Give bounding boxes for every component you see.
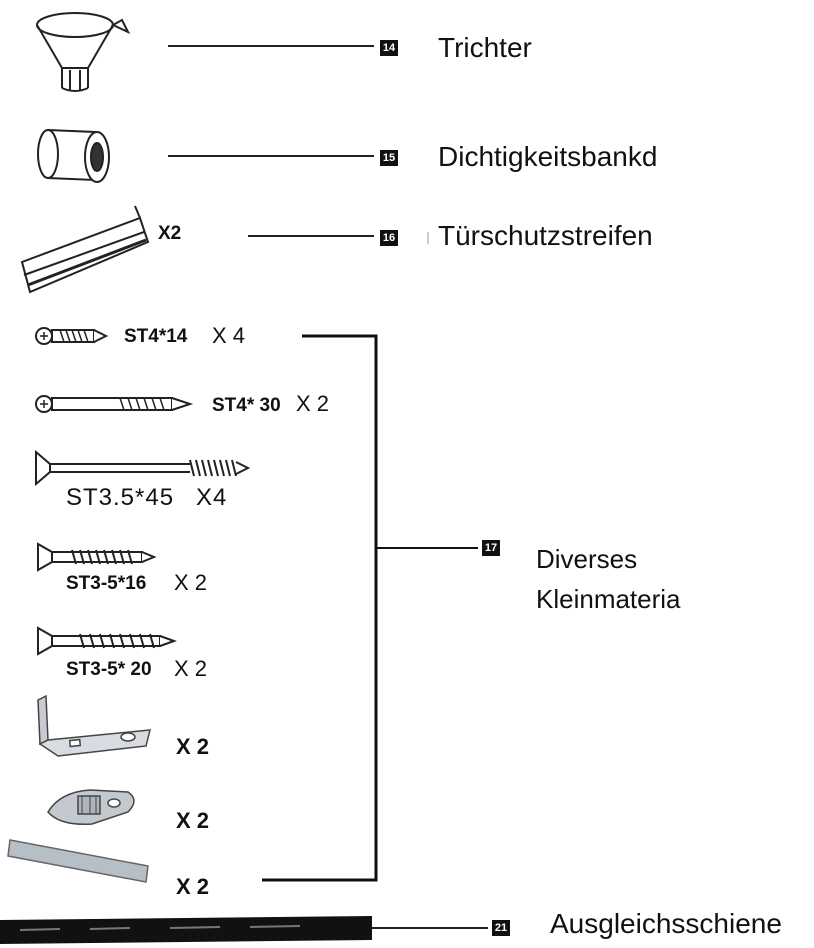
part-number-14: 14 — [380, 40, 398, 56]
screw-qty-5: X 2 — [174, 656, 208, 681]
screw-spec-1: ST4*14 — [124, 326, 188, 347]
part-name-ausgleichsschiene: Ausgleichsschiene — [550, 908, 782, 939]
group-bracket — [262, 334, 478, 882]
part-qty-16: X2 — [158, 223, 182, 244]
part-name-trichter: Trichter — [438, 32, 532, 63]
screw-spec-2: ST4* 30 — [212, 395, 281, 416]
screw-icon — [37, 626, 177, 656]
part-number-21: 21 — [492, 920, 510, 936]
bracket-icon — [37, 694, 151, 757]
clip-qty: X 2 — [176, 808, 210, 833]
screw-spec-4: ST3-5*16 — [66, 573, 147, 594]
screw-spec-3: ST3.5*45 — [66, 484, 175, 511]
screw-qty-4: X 2 — [174, 570, 208, 595]
funnel-icon — [36, 12, 131, 92]
strip-qty: X 2 — [176, 874, 210, 899]
bracket-qty: X 2 — [176, 734, 210, 759]
door-protection-strip-icon — [20, 205, 150, 294]
screw-icon — [35, 395, 194, 413]
clip-icon — [47, 789, 135, 825]
screw-spec-5: ST3-5* 20 — [66, 659, 152, 680]
screw-qty-1: X 4 — [212, 323, 246, 348]
group-name-line2: Kleinmateria — [536, 584, 681, 614]
leveling-rail-icon — [0, 916, 372, 944]
screw-icon — [35, 327, 109, 345]
screw-icon — [35, 449, 251, 487]
sealing-sleeve-icon — [37, 128, 110, 183]
part-name-tuerschutzstreifen: Türschutzstreifen — [438, 220, 653, 251]
part-number-15: 15 — [380, 150, 398, 166]
strip-icon — [7, 839, 149, 883]
screw-qty-2: X 2 — [296, 391, 330, 416]
part-number-17: 17 — [482, 540, 500, 556]
screw-qty-3: X4 — [196, 484, 228, 511]
part-number-16: 16 — [380, 230, 398, 246]
part-name-dichtigkeitsbankd: Dichtigkeitsbankd — [438, 141, 658, 172]
group-name-line1: Diverses — [536, 544, 638, 574]
screw-icon — [37, 542, 157, 572]
